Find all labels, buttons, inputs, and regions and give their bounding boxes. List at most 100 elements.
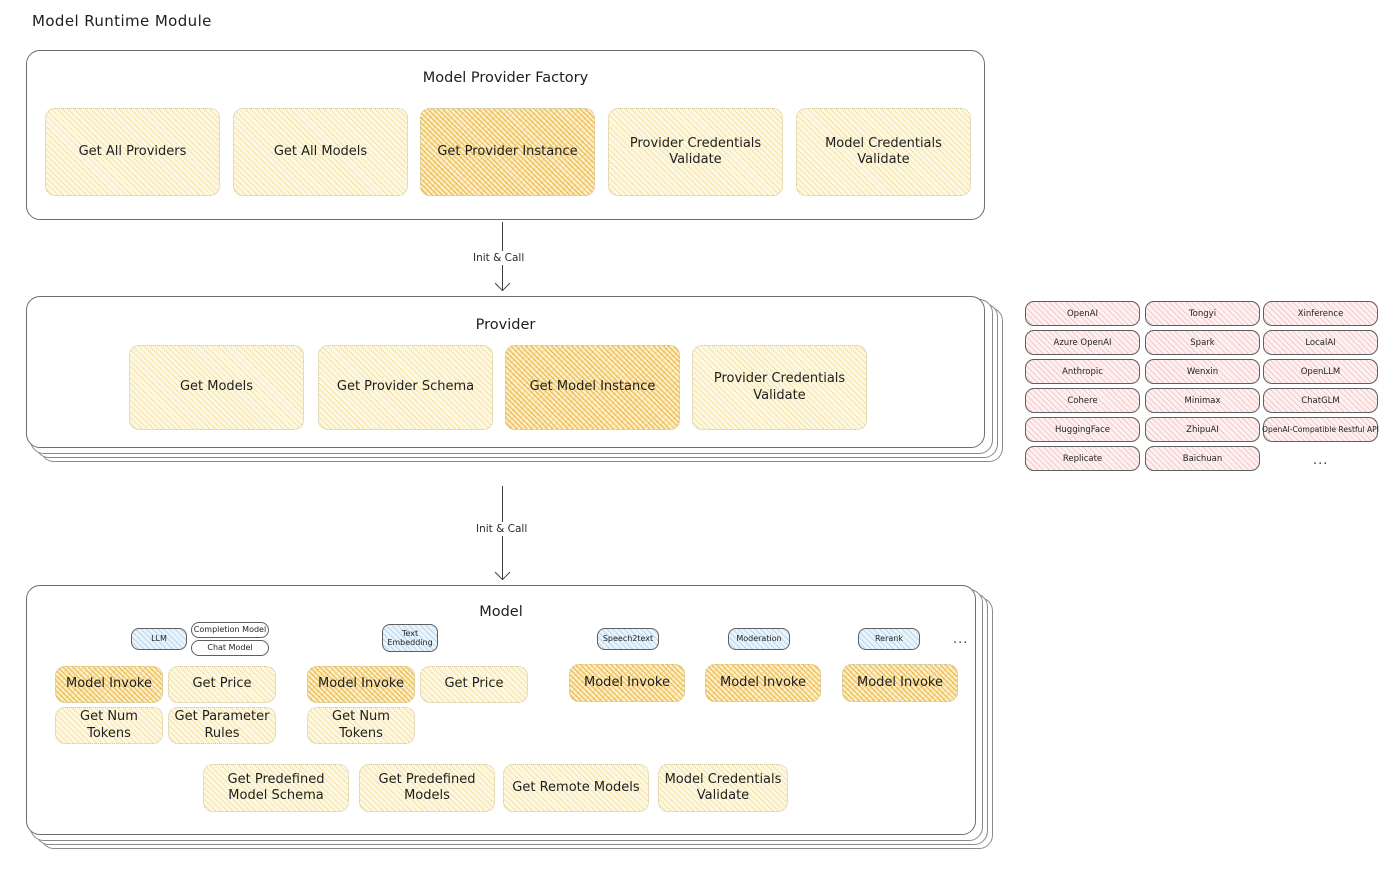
- model-llm-method-get-parameter-rules[interactable]: Get Parameter Rules: [168, 707, 276, 744]
- factory-method-label: Model Credentials Validate: [825, 135, 942, 167]
- model-method-label: Model Invoke: [584, 674, 670, 690]
- provider-chip-label: HuggingFace: [1055, 424, 1110, 435]
- model-rerank-method-model-invoke[interactable]: Model Invoke: [842, 664, 958, 702]
- provider-chip-cohere[interactable]: Cohere: [1025, 388, 1140, 413]
- model-method-label: Model Invoke: [857, 674, 943, 690]
- provider-chip-chatglm[interactable]: ChatGLM: [1263, 388, 1378, 413]
- provider-method-label: Get Provider Schema: [336, 379, 475, 395]
- provider-method-get-models[interactable]: Get Models: [129, 345, 304, 430]
- model-method-label: Get Num Tokens: [332, 709, 390, 741]
- factory-method-label: Get Provider Instance: [437, 143, 578, 159]
- model-subtype-label: Completion Model: [193, 625, 267, 635]
- model-title: Model: [479, 604, 523, 620]
- model-common-method-get-remote-models[interactable]: Get Remote Models: [503, 764, 649, 812]
- arrow-provider-to-model-label: Init & Call: [471, 522, 533, 536]
- provider-chip-huggingface[interactable]: HuggingFace: [1025, 417, 1140, 442]
- model-type-badge-rerank[interactable]: Rerank: [858, 628, 920, 650]
- model-type-label: Moderation: [736, 634, 782, 644]
- provider-method-label: Get Models: [179, 379, 254, 395]
- provider-chip-label: Cohere: [1067, 395, 1098, 406]
- provider-chip-label: Spark: [1190, 337, 1215, 348]
- model-type-label: Speech2text: [602, 634, 654, 644]
- provider-chip-tongyi[interactable]: Tongyi: [1145, 301, 1260, 326]
- model-type-badge-text-embedding[interactable]: Text Embedding: [382, 624, 438, 652]
- provider-method-get-model-instance[interactable]: Get Model Instance: [505, 345, 680, 430]
- provider-chip-spark[interactable]: Spark: [1145, 330, 1260, 355]
- model-text-embedding-method-get-num-tokens[interactable]: Get Num Tokens: [307, 707, 415, 744]
- provider-chip-label: Tongyi: [1188, 308, 1217, 319]
- model-common-method-get-predefined-models[interactable]: Get Predefined Models: [359, 764, 495, 812]
- provider-title: Provider: [475, 317, 536, 333]
- factory-method-model-credentials-validate[interactable]: Model Credentials Validate: [796, 108, 971, 196]
- model-text-embedding-method-get-price[interactable]: Get Price: [420, 666, 528, 703]
- provider-chip-label: Anthropic: [1062, 366, 1103, 377]
- provider-method-label: Provider Credentials Validate: [713, 371, 846, 403]
- provider-chip-baichuan[interactable]: Baichuan: [1145, 446, 1260, 471]
- model-common-method-get-predefined-model-schema[interactable]: Get Predefined Model Schema: [203, 764, 349, 812]
- provider-chip-localai[interactable]: LocalAI: [1263, 330, 1378, 355]
- model-common-method-label: Get Remote Models: [512, 779, 640, 795]
- factory-method-label: Get All Providers: [78, 143, 187, 159]
- model-type-label: Text Embedding: [387, 628, 433, 647]
- provider-chip-label: OpenAI: [1066, 308, 1099, 319]
- factory-method-label: Provider Credentials Validate: [629, 135, 762, 167]
- provider-chip-label: Xinference: [1297, 308, 1344, 319]
- provider-chip-label: Wenxin: [1186, 366, 1219, 377]
- provider-chip-openai-compatible-restful-api[interactable]: OpenAI-Compatible Restful API: [1262, 417, 1379, 442]
- provider-chip-openllm[interactable]: OpenLLM: [1263, 359, 1378, 384]
- model-subtype-badge-completion-model[interactable]: Completion Model: [191, 622, 269, 638]
- model-provider-factory-panel: Model Provider Factory Get All Providers…: [26, 50, 985, 220]
- factory-method-label: Get All Models: [273, 143, 368, 159]
- factory-method-provider-credentials-validate[interactable]: Provider Credentials Validate: [608, 108, 783, 196]
- model-common-method-label: Get Predefined Model Schema: [227, 771, 325, 803]
- provider-list-more-indicator: ...: [1313, 453, 1329, 468]
- provider-chip-zhipuai[interactable]: ZhipuAI: [1145, 417, 1260, 442]
- page-title: Model Runtime Module: [32, 12, 212, 30]
- factory-method-get-provider-instance[interactable]: Get Provider Instance: [420, 108, 595, 196]
- model-type-badge-llm[interactable]: LLM: [131, 628, 187, 650]
- provider-chip-openai[interactable]: OpenAI: [1025, 301, 1140, 326]
- model-method-label: Model Invoke: [720, 674, 806, 690]
- model-method-label: Model Invoke: [66, 676, 152, 692]
- provider-method-label: Get Model Instance: [529, 379, 656, 395]
- model-subtype-badge-chat-model[interactable]: Chat Model: [191, 640, 269, 656]
- factory-method-get-all-models[interactable]: Get All Models: [233, 108, 408, 196]
- provider-chip-replicate[interactable]: Replicate: [1025, 446, 1140, 471]
- model-panel: Model LLM Completion Model Chat Model Mo…: [26, 585, 976, 835]
- provider-method-provider-credentials-validate[interactable]: Provider Credentials Validate: [692, 345, 867, 430]
- provider-chip-label: Replicate: [1062, 453, 1103, 464]
- model-groups-more-indicator: ...: [953, 632, 969, 647]
- provider-chip-anthropic[interactable]: Anthropic: [1025, 359, 1140, 384]
- arrow-factory-to-provider-label: Init & Call: [468, 251, 530, 265]
- model-common-method-model-credentials-validate[interactable]: Model Credentials Validate: [658, 764, 788, 812]
- provider-chip-xinference[interactable]: Xinference: [1263, 301, 1378, 326]
- model-type-badge-moderation[interactable]: Moderation: [728, 628, 790, 650]
- provider-chip-label: OpenAI-Compatible Restful API: [1262, 425, 1379, 434]
- model-method-label: Model Invoke: [318, 676, 404, 692]
- provider-panel: Provider Get Models Get Provider Schema …: [26, 296, 985, 448]
- provider-chip-label: LocalAI: [1305, 337, 1336, 348]
- model-common-method-label: Model Credentials Validate: [664, 771, 782, 803]
- model-type-badge-speech2text[interactable]: Speech2text: [597, 628, 659, 650]
- model-llm-method-get-num-tokens[interactable]: Get Num Tokens: [55, 707, 163, 744]
- model-moderation-method-model-invoke[interactable]: Model Invoke: [705, 664, 821, 702]
- arrow-factory-to-provider-head: [494, 275, 511, 292]
- model-method-label: Get Num Tokens: [80, 709, 138, 741]
- provider-chip-wenxin[interactable]: Wenxin: [1145, 359, 1260, 384]
- provider-chip-label: OpenLLM: [1300, 366, 1341, 377]
- model-llm-method-get-price[interactable]: Get Price: [168, 666, 276, 703]
- model-llm-method-model-invoke[interactable]: Model Invoke: [55, 666, 163, 703]
- model-type-label: LLM: [151, 634, 167, 644]
- factory-title: Model Provider Factory: [422, 70, 589, 86]
- model-common-method-label: Get Predefined Models: [378, 771, 476, 803]
- model-subtype-label: Chat Model: [207, 643, 253, 653]
- provider-chip-label: ChatGLM: [1301, 395, 1340, 406]
- provider-method-get-provider-schema[interactable]: Get Provider Schema: [318, 345, 493, 430]
- provider-chip-minimax[interactable]: Minimax: [1145, 388, 1260, 413]
- factory-method-get-all-providers[interactable]: Get All Providers: [45, 108, 220, 196]
- model-speech2text-method-model-invoke[interactable]: Model Invoke: [569, 664, 685, 702]
- model-text-embedding-method-model-invoke[interactable]: Model Invoke: [307, 666, 415, 703]
- provider-chip-azure-openai[interactable]: Azure OpenAI: [1025, 330, 1140, 355]
- model-method-label: Get Price: [444, 676, 504, 692]
- provider-chip-label: Baichuan: [1182, 453, 1223, 464]
